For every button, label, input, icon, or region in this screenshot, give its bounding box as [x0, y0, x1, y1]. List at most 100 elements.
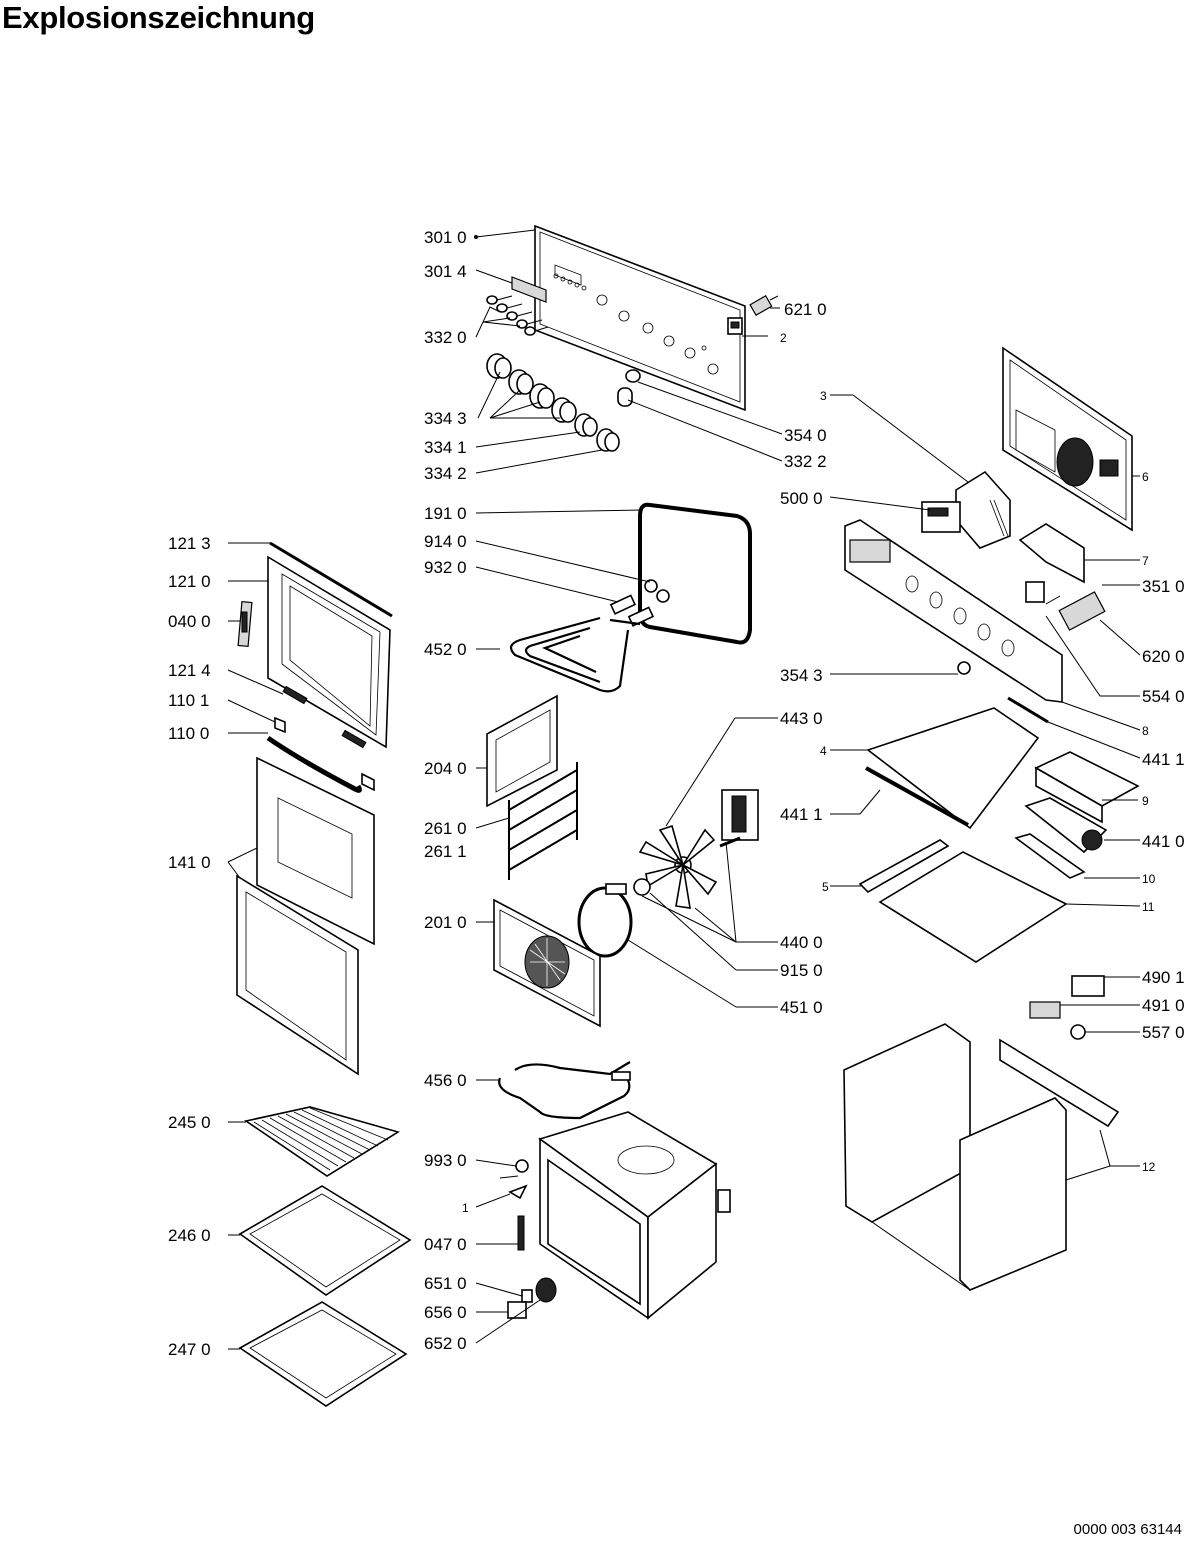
- callout-246-0: 246 0: [168, 1226, 211, 1245]
- wire-rack-part: [244, 1106, 400, 1177]
- oven-cavity-part: [538, 1111, 731, 1320]
- callout-451-0: 451 0: [780, 998, 823, 1017]
- door-seal-part: [638, 502, 752, 645]
- callout-441-0: 441 0: [1142, 832, 1185, 851]
- callout-9: 9: [1142, 794, 1149, 808]
- callout-10: 10: [1142, 872, 1156, 886]
- callout-651-0: 651 0: [424, 1274, 467, 1293]
- callout-334-3: 334 3: [424, 409, 467, 428]
- callout-2: 2: [780, 331, 787, 345]
- callout-915-0: 915 0: [780, 961, 823, 980]
- callout-110-0: 110 0: [168, 724, 209, 743]
- hinge-part: [237, 600, 253, 648]
- callout-652-0: 652 0: [424, 1334, 467, 1353]
- callout-354-0: 354 0: [784, 426, 827, 445]
- rear-cover-part: [493, 898, 601, 1028]
- door-frame-part: [267, 541, 393, 749]
- fan-housing-part: [1024, 751, 1140, 854]
- cover-plate-part: [1018, 523, 1085, 584]
- grill-element-part: [509, 616, 641, 693]
- callout-6: 6: [1142, 470, 1149, 484]
- clips-part: [609, 579, 670, 627]
- callout-261-0: 261 0: [424, 819, 467, 838]
- switch-part: [727, 294, 779, 335]
- callout-5: 5: [822, 880, 829, 894]
- callout-500-0: 500 0: [780, 489, 823, 508]
- deep-tray-part: [238, 1301, 408, 1407]
- front-frame-part: [844, 519, 1063, 703]
- callout-4: 4: [820, 744, 827, 758]
- door-handle-part: [266, 716, 375, 793]
- callout-121-4: 121 4: [168, 661, 211, 680]
- ring-heater-part: [577, 883, 633, 958]
- callout-440-0: 440 0: [780, 933, 823, 952]
- callout-110-1: 110 1: [168, 691, 209, 710]
- leader-dots: [474, 235, 478, 239]
- fan-motor-part: [633, 789, 759, 896]
- knobs-part: [486, 353, 641, 452]
- callout-7: 7: [1142, 554, 1149, 568]
- callout-247-0: 247 0: [168, 1340, 211, 1359]
- callout-141-0: 141 0: [168, 853, 211, 872]
- callout-245-0: 245 0: [168, 1113, 211, 1132]
- callout-456-0: 456 0: [424, 1071, 467, 1090]
- baking-tray-part: [238, 1185, 412, 1296]
- callout-441-1-a: 441 1: [1142, 750, 1185, 769]
- callout-443-0: 443 0: [780, 709, 823, 728]
- callout-557-0: 557 0: [1142, 1023, 1185, 1042]
- switch-module-part: [1029, 975, 1105, 1040]
- fan-blade-part: [638, 824, 718, 909]
- callout-334-2: 334 2: [424, 464, 467, 483]
- rear-wall-part: [1002, 346, 1133, 532]
- top-cover-part: [865, 696, 1049, 830]
- callout-301-0: 301 0: [424, 228, 467, 247]
- callout-621-0: 621 0: [784, 300, 827, 319]
- callout-191-0: 191 0: [424, 504, 467, 523]
- callout-8: 8: [1142, 724, 1149, 738]
- callout-204-0: 204 0: [424, 759, 467, 778]
- door-glass-part: [236, 756, 375, 1076]
- callout-441-1-b: 441 1: [780, 805, 823, 824]
- small-fasteners-part: [499, 1159, 529, 1251]
- callout-932-0: 932 0: [424, 558, 467, 577]
- callout-452-0: 452 0: [424, 640, 467, 659]
- callout-332-2: 332 2: [784, 452, 827, 471]
- terminal-block-part: [1025, 581, 1106, 631]
- callout-554-0: 554 0: [1142, 687, 1185, 706]
- callout-491-0: 491 0: [1142, 996, 1185, 1015]
- callout-620-0: 620 0: [1142, 647, 1185, 666]
- callout-301-4: 301 4: [424, 262, 467, 281]
- callout-354-3: 354 3: [780, 666, 823, 685]
- electronics-module-part: [921, 470, 1011, 549]
- callout-332-0: 332 0: [424, 328, 467, 347]
- callout-993-0: 993 0: [424, 1151, 467, 1170]
- callout-914-0: 914 0: [424, 532, 467, 551]
- screws-part: [486, 295, 549, 336]
- callout-12: 12: [1142, 1160, 1156, 1174]
- callout-labels: 301 0 301 4 332 0 621 0 2 334 3 334 1 33…: [168, 228, 1185, 1359]
- lower-heater-part: [498, 1061, 631, 1120]
- callout-656-0: 656 0: [424, 1303, 467, 1322]
- callout-261-1: 261 1: [424, 842, 467, 861]
- display-window-part: [511, 276, 547, 303]
- side-rail-part: [486, 694, 578, 880]
- control-panel-part: [534, 224, 746, 412]
- callout-121-0: 121 0: [168, 572, 211, 591]
- callout-11: 11: [1142, 900, 1155, 914]
- side-walls-part: [843, 1023, 1120, 1291]
- document-number: 0000 003 63144: [1073, 1521, 1182, 1538]
- callout-334-1: 334 1: [424, 438, 467, 457]
- leader-lines: [227, 229, 1141, 1350]
- callout-1: 1: [462, 1201, 469, 1215]
- page-title: Explosionszeichnung: [2, 0, 315, 35]
- callout-351-0: 351 0: [1142, 577, 1185, 596]
- callout-121-3: 121 3: [168, 534, 211, 553]
- callout-040-0: 040 0: [168, 612, 211, 631]
- callout-3: 3: [820, 389, 827, 403]
- oven-lamp-part: [507, 1277, 557, 1319]
- base-plate-part: [858, 833, 1086, 963]
- indicator-light-part: [957, 661, 971, 675]
- callout-490-1: 490 1: [1142, 968, 1185, 987]
- callout-201-0: 201 0: [424, 913, 467, 932]
